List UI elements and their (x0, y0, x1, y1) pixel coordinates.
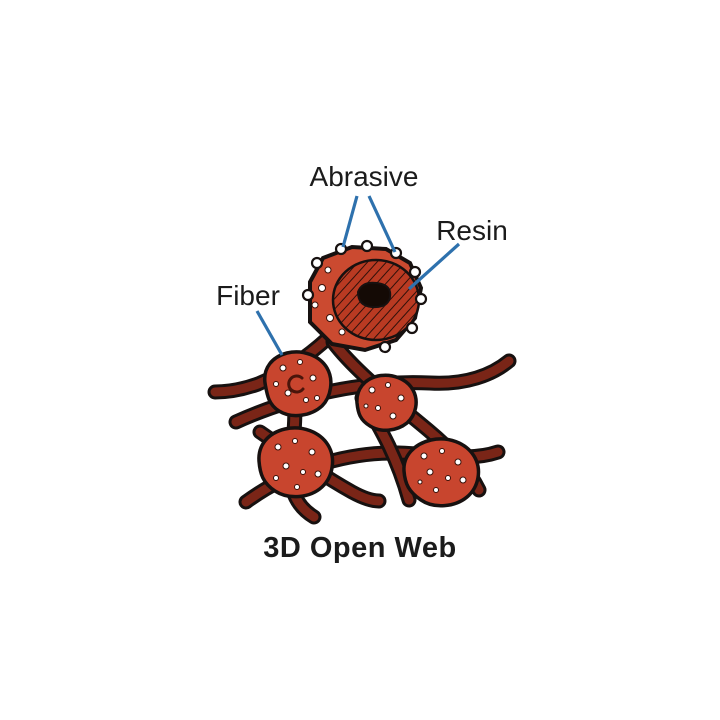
abrasive-leader-line-1 (341, 195, 359, 248)
label-abrasive: Abrasive (310, 161, 419, 192)
label-fiber: Fiber (216, 280, 280, 311)
label-resin: Resin (436, 215, 508, 246)
abrasive-specks (311, 266, 346, 336)
abrasive-nodule (402, 437, 481, 508)
fiber-leader-line (255, 310, 284, 356)
resin-leader-line (407, 242, 461, 291)
abrasive-grain-large (301, 239, 428, 354)
leader-lines (255, 195, 461, 356)
abrasive-bumps (301, 239, 428, 354)
abrasive-nodule (355, 373, 418, 432)
diagram-caption: 3D Open Web (263, 532, 457, 564)
grain-core (356, 281, 392, 309)
abrasive-nodule (263, 350, 333, 418)
abrasive-nodule (257, 426, 335, 499)
abrasive-leader-line-2 (367, 195, 397, 253)
